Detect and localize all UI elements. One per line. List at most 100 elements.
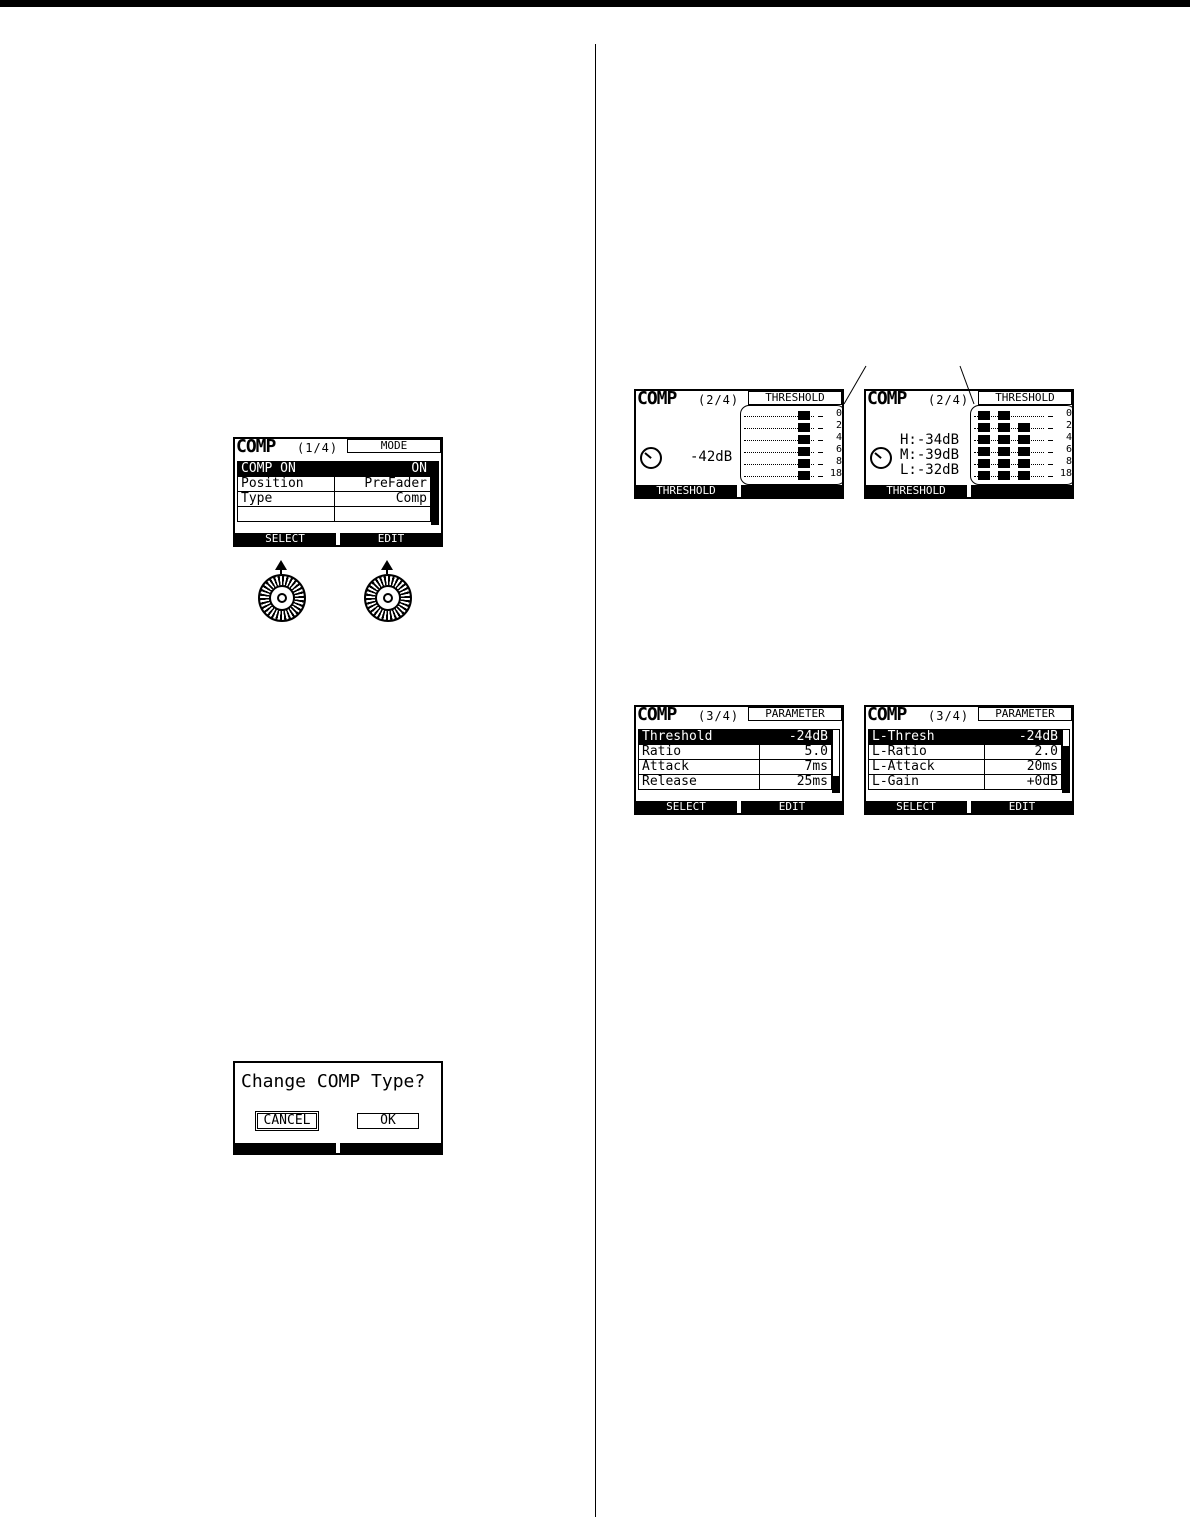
dial-icon[interactable] <box>870 447 892 469</box>
table-row[interactable]: L-Gain +0dB <box>867 774 1062 790</box>
change-type-dialog: Change COMP Type? CANCEL OK <box>233 1061 443 1155</box>
param-value: +0dB <box>984 774 1062 790</box>
param-value: -24dB <box>758 729 833 745</box>
meter-segment <box>1018 435 1030 444</box>
scale-tick-label: 8 <box>835 456 842 467</box>
edit-arrow <box>381 560 393 574</box>
meter-segment <box>798 435 810 444</box>
table-row[interactable]: Release 25ms <box>638 774 833 790</box>
level-meter <box>740 405 842 485</box>
threshold-value-high: H:-34dB <box>900 432 960 448</box>
edit-softkey[interactable]: EDIT <box>778 800 806 813</box>
scale-tick-label: 18 <box>829 468 842 479</box>
table-row[interactable]: Type Comp <box>237 491 431 507</box>
scrollbar[interactable] <box>1062 729 1070 793</box>
tab-threshold[interactable]: THRESHOLD <box>748 391 842 405</box>
param-name: L-Gain <box>867 774 986 790</box>
softkey-bar: THRESHOLD <box>636 485 842 497</box>
meter-dotted-row <box>744 440 814 441</box>
parameter-list: Threshold -24dB Ratio 5.0 Attack 7ms Rel… <box>638 729 833 790</box>
param-name: L-Thresh <box>867 729 986 745</box>
callout-lines <box>843 365 975 405</box>
scrollbar-thumb[interactable] <box>833 776 839 792</box>
select-knob-icon[interactable] <box>258 574 306 622</box>
scale-tick-label: 4 <box>835 432 842 443</box>
select-softkey[interactable]: SELECT <box>265 532 305 545</box>
tab-parameter[interactable]: PARAMETER <box>748 707 842 721</box>
threshold-softkey[interactable]: THRESHOLD <box>656 484 716 497</box>
meter-dotted-row <box>744 452 814 453</box>
table-row[interactable]: L-Attack 20ms <box>867 759 1062 775</box>
screen-title: COMP <box>637 705 677 725</box>
meter-segment <box>998 447 1010 456</box>
table-row[interactable]: Attack 7ms <box>638 759 833 775</box>
screen-title: COMP <box>637 389 677 409</box>
meter-segment <box>998 411 1010 420</box>
page-indicator: (3/4) <box>698 709 740 723</box>
threshold-softkey[interactable]: THRESHOLD <box>886 484 946 497</box>
scale-tick-label: 0 <box>1065 408 1072 419</box>
meter-segment <box>978 447 990 456</box>
select-softkey[interactable]: SELECT <box>666 800 706 813</box>
meter-dotted-row <box>744 476 814 477</box>
meter-tick <box>818 428 823 429</box>
meter-segment <box>1018 459 1030 468</box>
tab-threshold[interactable]: THRESHOLD <box>978 391 1072 405</box>
meter-tick <box>818 464 823 465</box>
param-name <box>237 506 335 522</box>
param-name: Release <box>638 774 760 790</box>
parameter-screen-single: COMP (3/4) PARAMETER Threshold -24dB Rat… <box>634 705 844 815</box>
table-row[interactable]: COMP ON ON <box>237 461 431 477</box>
meter-tick <box>1048 452 1053 453</box>
param-name: Position <box>237 476 335 492</box>
meter-tick <box>1048 416 1053 417</box>
meter-tick <box>1048 476 1053 477</box>
tab-mode[interactable]: MODE <box>347 439 441 453</box>
comp-mode-screen: COMP (1/4) MODE COMP ON ON Position PreF… <box>233 437 443 547</box>
meter-segment <box>1018 447 1030 456</box>
select-softkey[interactable]: SELECT <box>896 800 936 813</box>
page-indicator: (2/4) <box>698 393 740 407</box>
scale-tick-label: 2 <box>835 420 842 431</box>
table-row[interactable]: L-Thresh -24dB <box>867 729 1062 745</box>
table-row[interactable]: Position PreFader <box>237 476 431 492</box>
dial-icon[interactable] <box>640 447 662 469</box>
table-row[interactable]: Ratio 5.0 <box>638 744 833 760</box>
param-value: 2.0 <box>984 744 1062 760</box>
edit-softkey[interactable]: EDIT <box>1008 800 1036 813</box>
param-value: 25ms <box>758 774 833 790</box>
tab-parameter[interactable]: PARAMETER <box>978 707 1072 721</box>
page-indicator: (1/4) <box>297 441 339 455</box>
softkey-divider <box>737 801 741 813</box>
scale-tick-label: 6 <box>835 444 842 455</box>
param-value: 7ms <box>758 759 833 775</box>
param-value: -24dB <box>984 729 1062 745</box>
meter-segment <box>978 459 990 468</box>
scrollbar[interactable] <box>431 461 439 525</box>
meter-tick <box>818 416 823 417</box>
param-name: Threshold <box>638 729 760 745</box>
edit-softkey[interactable]: EDIT <box>377 532 405 545</box>
meter-segment <box>1018 471 1030 480</box>
ok-button[interactable]: OK <box>357 1113 419 1129</box>
meter-segment <box>978 423 990 432</box>
param-name: Ratio <box>638 744 760 760</box>
edit-knob-icon[interactable] <box>364 574 412 622</box>
meter-tick <box>1048 440 1053 441</box>
cancel-button[interactable]: CANCEL <box>255 1111 319 1131</box>
threshold-screen-multi: COMP (2/4) THRESHOLD H:-34dB M:-39dB L:-… <box>864 389 1074 499</box>
table-row[interactable]: Threshold -24dB <box>638 729 833 745</box>
scrollbar[interactable] <box>832 729 840 793</box>
meter-segment <box>978 435 990 444</box>
meter-segment <box>798 471 810 480</box>
column-divider <box>595 44 596 1517</box>
meter-segment <box>798 459 810 468</box>
scrollbar-thumb[interactable] <box>432 462 438 524</box>
table-row[interactable]: L-Ratio 2.0 <box>867 744 1062 760</box>
softkey-bar <box>235 1143 441 1153</box>
level-meter <box>970 405 1072 485</box>
table-row[interactable] <box>237 506 431 522</box>
scrollbar-thumb[interactable] <box>1063 746 1069 792</box>
